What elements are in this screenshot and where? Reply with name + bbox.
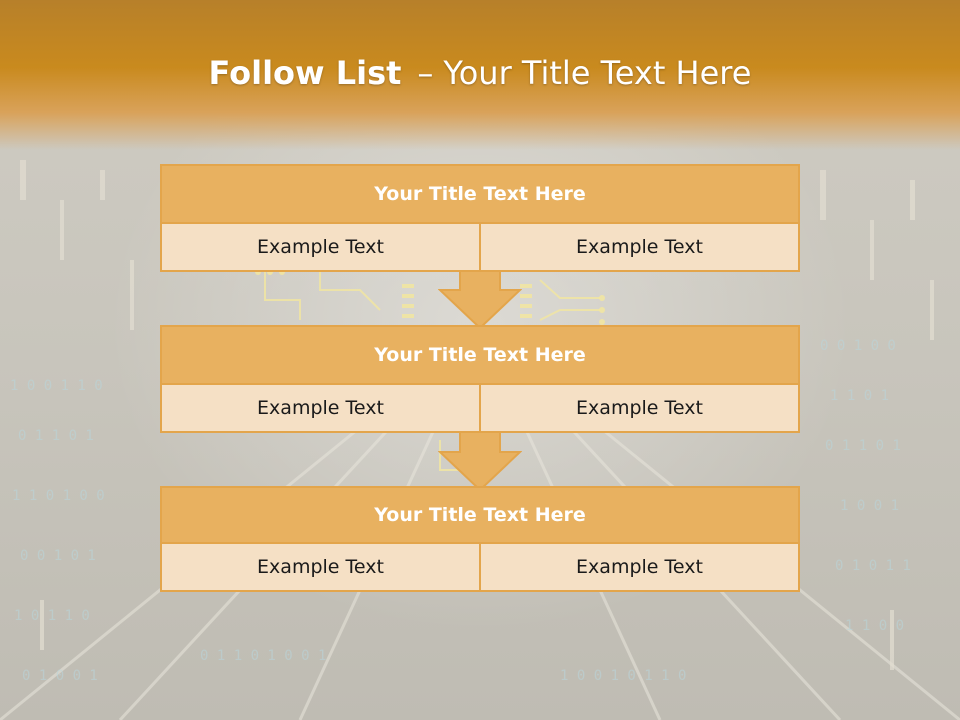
svg-text:1 0 0 1 1 0: 1 0 0 1 1 0 bbox=[10, 378, 103, 394]
block-cell-left: Example Text bbox=[162, 224, 479, 270]
svg-text:1 0 1 1 0: 1 0 1 1 0 bbox=[14, 608, 90, 624]
slide-title: Follow List–Your Title Text Here bbox=[0, 54, 960, 92]
list-block-3: Your Title Text Here Example Text Exampl… bbox=[160, 486, 800, 592]
block-cell-right: Example Text bbox=[479, 385, 798, 431]
header-band bbox=[0, 0, 960, 150]
svg-text:1 0 0 1: 1 0 0 1 bbox=[840, 498, 899, 514]
svg-text:0 1 0 1 1: 0 1 0 1 1 bbox=[835, 558, 911, 574]
down-arrow-icon bbox=[438, 430, 522, 492]
svg-text:1 1 0 1 0 0: 1 1 0 1 0 0 bbox=[12, 488, 105, 504]
block-row: Example Text Example Text bbox=[162, 385, 798, 431]
block-cell-left: Example Text bbox=[162, 385, 479, 431]
list-block-2: Your Title Text Here Example Text Exampl… bbox=[160, 325, 800, 433]
svg-text:0 1 1 0 1: 0 1 1 0 1 bbox=[825, 438, 901, 454]
svg-text:0 1 1 0 1 0 0 1: 0 1 1 0 1 0 0 1 bbox=[200, 648, 326, 664]
block-cell-left: Example Text bbox=[162, 544, 479, 590]
title-dash: – bbox=[417, 54, 434, 92]
block-row: Example Text Example Text bbox=[162, 224, 798, 270]
svg-text:1 1 0 0: 1 1 0 0 bbox=[845, 618, 904, 634]
svg-text:0 0 1 0 0: 0 0 1 0 0 bbox=[820, 338, 896, 354]
block-title: Your Title Text Here bbox=[162, 488, 798, 544]
title-rest-part: Your Title Text Here bbox=[443, 54, 752, 92]
list-block-1: Your Title Text Here Example Text Exampl… bbox=[160, 164, 800, 272]
svg-text:0 1 1 0 1: 0 1 1 0 1 bbox=[18, 428, 94, 444]
block-title: Your Title Text Here bbox=[162, 327, 798, 385]
svg-text:1 0 0 1 0 1 1 0: 1 0 0 1 0 1 1 0 bbox=[560, 668, 686, 684]
svg-text:0 0 1 0 1: 0 0 1 0 1 bbox=[20, 548, 96, 564]
block-cell-right: Example Text bbox=[479, 224, 798, 270]
title-bold-part: Follow List bbox=[208, 54, 402, 92]
svg-text:1 1 0 1: 1 1 0 1 bbox=[830, 388, 889, 404]
down-arrow-icon bbox=[438, 268, 522, 330]
block-cell-right: Example Text bbox=[479, 544, 798, 590]
svg-text:0 1 0 0 1: 0 1 0 0 1 bbox=[22, 668, 98, 684]
block-title: Your Title Text Here bbox=[162, 166, 798, 224]
block-row: Example Text Example Text bbox=[162, 544, 798, 590]
